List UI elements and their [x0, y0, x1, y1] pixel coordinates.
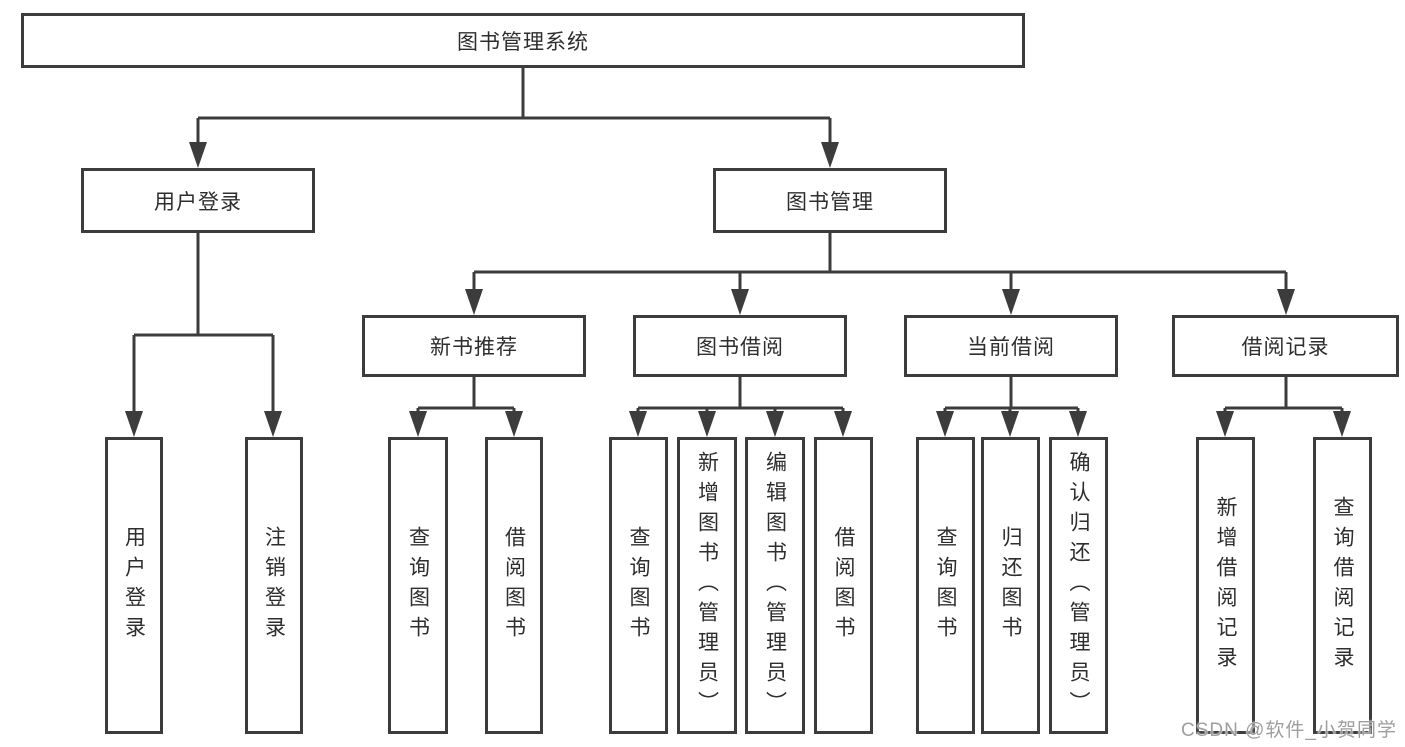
leaf-edit-books-admin: 编辑图书（管理员） — [745, 437, 805, 734]
leaf-label: 注销登录 — [262, 525, 286, 646]
leaf-add-books-admin: 新增图书（管理员） — [677, 437, 737, 734]
leaf-logout: 注销登录 — [245, 437, 303, 734]
csdn-watermark: CSDN @软件_小贺同学 — [1181, 720, 1397, 741]
leaf-user-login: 用户登录 — [105, 437, 163, 734]
leaf-label: 新增借阅记录 — [1214, 495, 1237, 676]
node-current-borrowing: 当前借阅 — [904, 315, 1118, 377]
leaf-label: 新增图书（管理员） — [695, 450, 719, 721]
leaf-borrow-books: 借阅图书 — [485, 437, 543, 734]
leaf-query-books: 查询图书 — [916, 437, 975, 734]
node-label: 新书推荐 — [430, 336, 518, 359]
node-book-management: 图书管理 — [713, 168, 947, 233]
node-label: 当前借阅 — [967, 336, 1055, 359]
leaf-query-books: 查询图书 — [388, 437, 448, 734]
leaf-query-books: 查询图书 — [609, 437, 668, 734]
leaf-return-books: 归还图书 — [981, 437, 1040, 734]
leaf-label: 借阅图书 — [502, 525, 526, 646]
leaf-confirm-return-admin: 确认归还（管理员） — [1049, 437, 1108, 734]
arrowheads — [125, 142, 1351, 437]
leaf-label: 查询图书 — [406, 525, 430, 646]
node-label: 借阅记录 — [1241, 336, 1330, 359]
leaf-label: 确认归还（管理员） — [1067, 450, 1090, 721]
node-label: 图书借阅 — [696, 336, 784, 359]
node-borrow-records: 借阅记录 — [1172, 315, 1399, 377]
node-root-system: 图书管理系统 — [21, 13, 1025, 68]
leaf-label: 借阅图书 — [832, 525, 855, 646]
leaf-add-borrow-record: 新增借阅记录 — [1196, 437, 1255, 734]
node-label: 用户登录 — [154, 190, 242, 214]
leaf-borrow-books: 借阅图书 — [814, 437, 873, 734]
leaf-label: 归还图书 — [999, 525, 1022, 646]
leaf-label: 查询借阅记录 — [1331, 495, 1354, 676]
node-label: 图书管理 — [786, 190, 874, 214]
node-new-book-recommend: 新书推荐 — [362, 315, 586, 377]
node-user-login: 用户登录 — [81, 168, 315, 233]
node-root-label: 图书管理系统 — [457, 30, 589, 54]
leaf-label: 编辑图书（管理员） — [763, 450, 787, 721]
leaf-label: 查询图书 — [934, 525, 957, 646]
leaf-label: 查询图书 — [627, 525, 650, 646]
node-book-borrowing: 图书借阅 — [633, 315, 847, 377]
leaf-query-borrow-record: 查询借阅记录 — [1313, 437, 1372, 734]
leaf-label: 用户登录 — [122, 525, 146, 646]
